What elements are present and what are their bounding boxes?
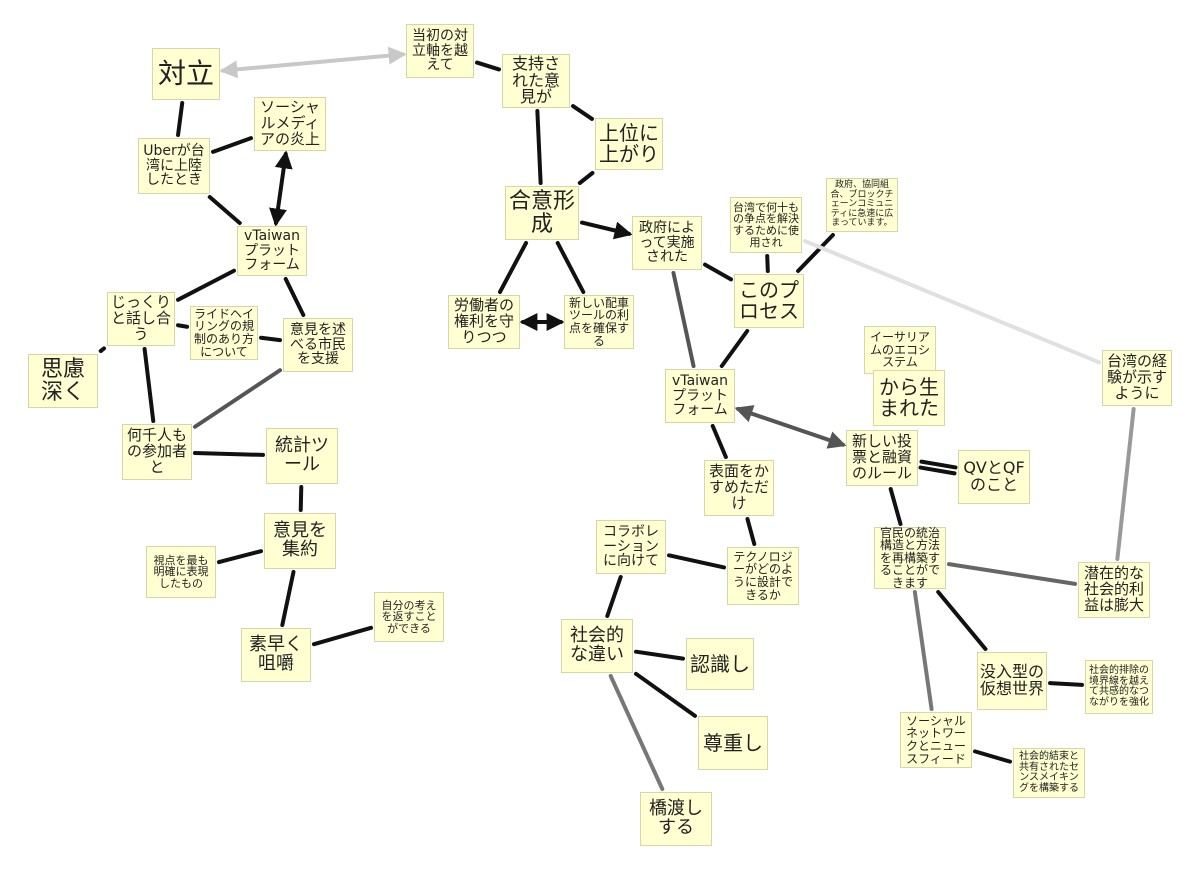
edge-jikkuri-to-shiryo (98, 346, 106, 353)
concept-node-jikkuri[interactable]: じっくりと話し合う (107, 292, 175, 346)
concept-node-taiwan-nanju[interactable]: 台湾で何十もの争点を解決するために使用され (730, 197, 802, 253)
edge-collab-to-shakaiteki_chigai (605, 575, 623, 618)
concept-node-kara-umareta[interactable]: から生まれた (873, 370, 945, 426)
concept-node-toushonotairitsujiku[interactable]: 当初の対立軸を越えて (406, 24, 474, 78)
concept-node-shiten[interactable]: 視点を最も明確に表現したもの (146, 546, 216, 598)
concept-node-subayaku[interactable]: 素早く咀嚼 (241, 628, 311, 682)
edge-seifu-to-kono_process (703, 262, 733, 282)
edge-kanmin-to-social_network (912, 590, 934, 711)
edge-nanzen-to-toukei (193, 451, 265, 457)
edge-vtaiwan1-to-jikkuri (176, 268, 236, 302)
edge-taiwan_nanju-to-taiwan_keiken (803, 239, 1101, 365)
edge-atarashii_touhyou-to-qvqf (918, 465, 957, 476)
edge-shijisareta-to-goui (535, 109, 543, 185)
edge-iken_noberu-to-nanzen (193, 368, 282, 429)
concept-node-atarashii-haisha[interactable]: 新しい配車ツールの利点を確保する (564, 295, 634, 349)
concept-node-ridehail[interactable]: ライドヘイリングの規制のあり方について (190, 306, 258, 360)
concept-node-hashiwatashi[interactable]: 橋渡しする (640, 792, 712, 846)
edge-kanmin-to-senzaiteki (947, 562, 1077, 586)
concept-node-senzaiteki[interactable]: 潜在的な社会的利益は膨大 (1078, 562, 1150, 618)
edge-kono_process-to-taiwan_nanju (765, 254, 770, 273)
edge-hyoumen-to-technology (745, 517, 757, 546)
edge-toukei-to-iken_shuuyaku (298, 485, 304, 512)
concept-node-kono-process[interactable]: このプロセス (734, 274, 804, 328)
concept-node-technology[interactable]: テクノロジーがどのように設計できるか (727, 547, 799, 605)
concept-node-collab[interactable]: コラボレーションに向けて (596, 520, 666, 574)
edge-kanmin-to-botsunyu (936, 590, 988, 651)
edge-subayaku-to-jibun (312, 625, 373, 647)
edge-vtaiwan2-to-hyoumen (710, 424, 728, 459)
edge-taiwan_keiken-to-senzaiteki (1115, 407, 1136, 561)
concept-node-uber[interactable]: Uberが台湾に上陸したとき (138, 138, 210, 194)
concept-node-seifu[interactable]: 政府によって実施された (632, 216, 702, 270)
concept-node-tairitsu[interactable]: 対立 (152, 48, 220, 100)
edge-social_enjou-to-vtaiwan1 (269, 150, 293, 227)
concept-node-shijisareta[interactable]: 支持された意見が (502, 54, 570, 108)
concept-node-seifu-kyoudou[interactable]: 政府、協同組合、ブロックチェーンコミュニティに急速に広まっています。 (826, 178, 898, 232)
edge-vtaiwan1-to-iken_noberu (283, 277, 306, 317)
concept-node-atarashii-touhyou[interactable]: 新しい投票と融資のルール (846, 430, 918, 486)
concept-node-qvqf[interactable]: QVとQFのこと (958, 450, 1030, 504)
concept-node-shakaiteki-chigai[interactable]: 社会的な違い (561, 619, 633, 673)
edge-shakaiteki_chigai-to-hashiwatashi (608, 674, 665, 791)
edge-shijisareta-to-joui (571, 104, 594, 121)
edge-shakaiteki_chigai-to-sonchou (634, 671, 697, 718)
concept-node-vtaiwan2[interactable]: vTaiwanプラットフォーム (665, 369, 735, 423)
concept-node-roudousha[interactable]: 労働者の権利を守りつつ (448, 295, 520, 349)
edge-shakaiteki_chigai-to-ninshiki (634, 649, 685, 661)
edge-goui-to-roudousha (497, 241, 529, 294)
edge-jikkuri-to-nanzen (142, 347, 156, 423)
edge-atarashii_touhyou-to-qvqf (919, 459, 958, 470)
edge-iken_shuuyaku-to-subayaku (280, 570, 296, 627)
concept-node-social-network[interactable]: ソーシャルネットワークとニュースフィード (900, 712, 972, 768)
concept-node-social-enjou[interactable]: ソーシャルメディアの炎上 (254, 97, 326, 151)
edge-uber-to-vtaiwan1 (207, 195, 242, 225)
concept-node-jibun[interactable]: 自分の考えを返すことができる (374, 592, 444, 642)
concept-node-ninshiki[interactable]: 認識し (686, 638, 754, 690)
edge-tairitsu-to-toushonotairitsujiku (219, 46, 407, 79)
concept-node-sonchou[interactable]: 尊重し (698, 716, 768, 770)
edge-botsunyu-to-shakaiteki_haijo (1048, 681, 1084, 687)
concept-node-shakaiteki-haijo[interactable]: 社会的排除の境界線を越えて共感的なつながりを強化 (1085, 660, 1153, 714)
concept-node-vtaiwan1[interactable]: vTaiwanプラットフォーム (237, 226, 307, 276)
concept-node-botsunyu[interactable]: 没入型の仮想世界 (977, 652, 1047, 710)
edge-toushonotairitsujiku-to-shijisareta (475, 60, 501, 72)
edge-ridehail-to-iken_noberu (259, 335, 282, 343)
concept-node-ecosystem[interactable]: イーサリアムのエコシステム (864, 326, 936, 374)
concept-node-joui[interactable]: 上位に上がり (595, 118, 663, 170)
concept-node-taiwan-keiken[interactable]: 台湾の経験が示すように (1102, 350, 1172, 406)
concept-node-iken-noberu[interactable]: 意見を述べる市民を支援 (283, 318, 353, 372)
edge-tairitsu-to-uber (176, 101, 185, 137)
edge-technology-to-collab (667, 553, 726, 570)
edge-social_network-to-shakaiteki_ketsusoku (973, 749, 1012, 764)
edge-kono_process-to-seifu_kyoudou (796, 233, 835, 273)
edge-jikkuri-to-ridehail (176, 323, 189, 329)
edge-uber-to-social_enjou (211, 136, 253, 154)
edge-atarashii_touhyou-to-kanmin (888, 487, 903, 526)
edge-kono_process-to-vtaiwan2 (719, 329, 750, 368)
edge-goui-to-atarashii_haisha (555, 241, 586, 294)
concept-node-kanmin[interactable]: 官民の統治構造と方法を再構築することができます (874, 526, 946, 589)
edge-seifu-to-vtaiwan2 (671, 271, 696, 368)
concept-node-iken-shuuyaku[interactable]: 意見を集約 (264, 513, 336, 569)
edge-joui-to-goui (577, 171, 595, 185)
concept-node-hyoumen[interactable]: 表面をかすめただけ (704, 460, 774, 516)
concept-node-goui[interactable]: 合意形成 (505, 186, 579, 240)
concept-node-toukei[interactable]: 統計ツール (266, 428, 338, 484)
concept-node-shakaiteki-ketsusoku[interactable]: 社会的結束と共有されたセンスメイキングを構築する (1013, 748, 1085, 798)
edge-iken_shuuyaku-to-shiten (217, 549, 263, 565)
edge-goui-to-seifu (580, 220, 633, 240)
concept-node-shiryo[interactable]: 思慮深く (28, 354, 98, 408)
concept-node-nanzen[interactable]: 何千人もの参加者と (122, 424, 192, 480)
edge-vtaiwan2-to-atarashii_touhyou (734, 405, 847, 449)
